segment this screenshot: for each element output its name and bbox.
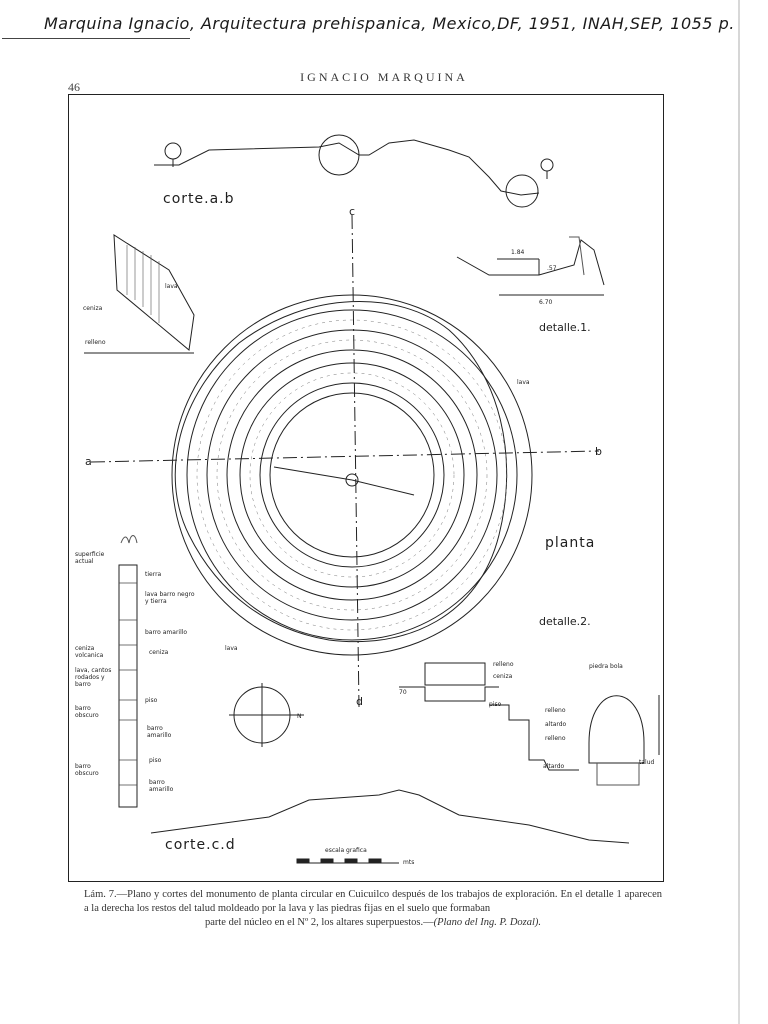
detail-2-piedra-bola [588, 695, 645, 764]
plan-rings [171, 294, 533, 656]
detail2-piso: piso [489, 701, 502, 708]
detail-2-upper-block [424, 662, 486, 686]
caption-credit: (Plano del Ing. P. Dozal). [433, 917, 542, 928]
detail2-piedra-bola: piedra bola [589, 663, 623, 670]
label-relleno-left: relleno [85, 339, 106, 346]
strata-barro-amarillo-2: barro amarillo [147, 725, 172, 739]
caption-line-1: Lám. 7.—Plano y cortes del monumento de … [84, 889, 583, 900]
label-detalle-1: detalle.1. [539, 321, 591, 334]
label-scale: escala grafica [325, 847, 367, 854]
plate-drawing [84, 134, 660, 864]
section-ab-detail-circle-left [318, 134, 360, 176]
lava-wedge-left [113, 234, 195, 351]
label-lava-bottom: lava [225, 645, 238, 652]
dimension-top: 1.84 [511, 249, 525, 256]
axis-label-c: c [349, 205, 356, 218]
strata-lava-cantos: lava, cantos rodados y barro [75, 667, 112, 688]
axis-label-d: d [356, 695, 363, 708]
strata-superficie: superficie actual [75, 551, 105, 565]
label-lava-right: lava [517, 379, 530, 386]
strata-lava-barro: lava barro negro y tierra [145, 591, 195, 605]
handwritten-rule [2, 38, 190, 39]
strata-piso-2: piso [149, 757, 162, 764]
strata-column [118, 564, 138, 808]
handwritten-citation: Marquina Ignacio, Arquitectura prehispan… [44, 14, 735, 33]
label-scale-unit: mts [403, 859, 415, 866]
label-ceniza-left: ceniza [83, 305, 103, 312]
label-detalle-2: detalle.2. [539, 615, 591, 628]
strata-barro-obscuro-2: barro obscuro [75, 763, 99, 777]
label-lava-left: lava [165, 283, 178, 290]
dimension-right: .57 [547, 265, 557, 272]
strata-barro-obscuro-1: barro obscuro [75, 705, 99, 719]
label-corte-ab: corte.a.b [163, 191, 235, 207]
scale-bar [296, 858, 399, 864]
detail2-relleno-top: relleno [493, 661, 514, 668]
label-corte-cd: corte.c.d [165, 837, 236, 853]
tree-right [540, 158, 554, 172]
detail-2-profile [489, 704, 579, 771]
detail2-altardo-1: altardo [545, 721, 567, 728]
axis-line-ab [90, 450, 600, 463]
caption-line-3-text: parte del núcleo en el Nº 2, los altares… [204, 917, 434, 928]
label-north: N [297, 713, 302, 720]
plate-figure: corte.a.b corte.c.d planta detalle.1. de… [68, 94, 664, 882]
strata-ceniza: ceniza [149, 649, 169, 656]
dimension-70: 70 [399, 689, 407, 696]
plate-caption: Lám. 7.—Plano y cortes del monumento de … [84, 888, 662, 930]
running-head: IGNACIO MARQUINA [300, 70, 468, 84]
strata-piso-1: piso [145, 697, 158, 704]
detail-1-profile [456, 239, 605, 286]
strata-ceniza-volcanica: ceniza volcanica [75, 645, 104, 659]
detail2-relleno: relleno [545, 707, 566, 714]
page-number: 46 [68, 80, 80, 94]
strata-barro-amarillo-3: barro amarillo [149, 779, 174, 793]
detail2-relleno-2: relleno [545, 735, 566, 742]
detail2-talud: talud [639, 759, 655, 766]
detail2-ceniza: ceniza [493, 673, 513, 680]
axis-label-a: a [85, 455, 92, 468]
scan-edge [738, 0, 740, 1024]
strata-barro-amarillo-1: barro amarillo [145, 629, 188, 636]
tree-left [164, 142, 182, 160]
detail2-altardo-2: altardo [543, 763, 565, 770]
section-ab-profile [154, 139, 540, 196]
caption-line-2: detalle 1 aparecen a la derecha los rest… [84, 889, 662, 914]
axis-line-cd [351, 214, 360, 708]
section-cd-profile [150, 789, 630, 844]
strata-tierra: tierra [145, 571, 162, 578]
dimension-bottom: 6.70 [539, 299, 553, 306]
label-planta: planta [545, 535, 596, 551]
section-ab-detail-circle-right [505, 174, 539, 208]
caption-line-3: parte del núcleo en el Nº 2, los altares… [84, 916, 662, 930]
axis-label-b: b [595, 445, 602, 458]
